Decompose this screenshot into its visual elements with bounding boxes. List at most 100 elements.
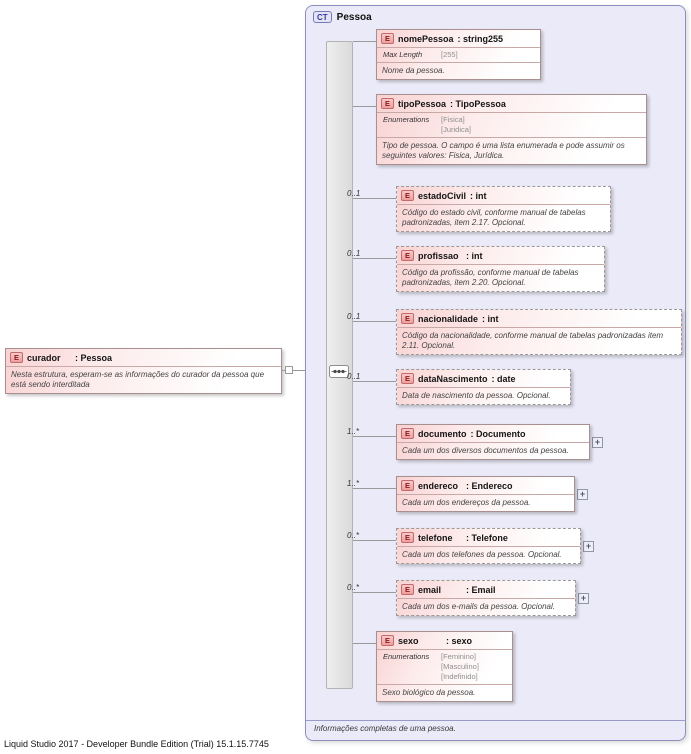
- element-name: endereco: [418, 480, 459, 491]
- status-bar-text: Liquid Studio 2017 - Developer Bundle Ed…: [4, 739, 269, 749]
- connector-handle[interactable]: [285, 366, 293, 374]
- element-header: E curador : Pessoa: [6, 349, 281, 366]
- complex-type-title: Pessoa: [336, 11, 372, 23]
- sequence-icon: [329, 365, 349, 378]
- element-badge: E: [401, 250, 415, 261]
- element-description: Sexo biológico da pessoa.: [377, 684, 512, 701]
- element-name: estadoCivil: [418, 190, 467, 201]
- element-badge: E: [381, 33, 395, 44]
- element-badge: E: [381, 98, 395, 109]
- element-name: nacionalidade: [418, 313, 479, 324]
- connector-line: 0..1: [347, 372, 396, 382]
- element-description: Nesta estrutura, esperam-se as informaçõ…: [6, 366, 281, 393]
- element-badge: E: [401, 428, 415, 439]
- annotation-separator: [306, 720, 685, 721]
- element-name: nomePessoa: [398, 33, 454, 44]
- element-name: telefone: [418, 532, 453, 543]
- facet-values: [Fisica][Juridica]: [441, 115, 471, 135]
- element-badge: E: [401, 532, 415, 543]
- connector-line: 0..1: [347, 312, 396, 322]
- complex-type-annotation: Informações completas de uma pessoa.: [314, 724, 456, 733]
- element-description: Cada um dos diversos documentos da pesso…: [397, 442, 589, 459]
- element-name: tipoPessoa: [398, 98, 447, 109]
- expand-button[interactable]: +: [578, 592, 589, 604]
- expand-button[interactable]: +: [592, 436, 603, 448]
- element-type: : TipoPessoa: [450, 98, 506, 109]
- connector-line: 0..*: [347, 583, 396, 593]
- cardinality-label: 0..1: [347, 372, 361, 381]
- complex-type-badge: CT: [313, 11, 332, 23]
- cardinality-label: 0..*: [347, 531, 360, 540]
- facet-value: [Masculino]: [441, 662, 479, 671]
- connector-line: [353, 106, 376, 107]
- element-type: : string255: [457, 33, 504, 44]
- facet-value: [Feminino]: [441, 652, 477, 661]
- element-name: sexo: [398, 635, 419, 646]
- connector-line: 1..*: [347, 427, 396, 437]
- element-badge: E: [401, 480, 415, 491]
- element-badge: E: [401, 373, 415, 384]
- connector-line: 0..1: [347, 189, 396, 199]
- connector-line: [353, 643, 376, 644]
- element-type: : Endereco: [466, 480, 513, 491]
- connector-line: 1..*: [347, 479, 396, 489]
- element-description: Código do estado civil, conforme manual …: [397, 204, 610, 231]
- element-description: Tipo de pessoa. O campo é uma lista enum…: [377, 137, 646, 164]
- element-badge: E: [10, 352, 24, 363]
- element-type: : sexo: [446, 635, 473, 646]
- facet-row: Max Length [255]: [377, 47, 540, 62]
- facet-value: [Indefinido]: [441, 672, 478, 681]
- element-description: Cada um dos endereços da pessoa.: [397, 494, 574, 511]
- facet-values: [Feminino][Masculino][Indefinido]: [441, 652, 479, 682]
- expand-button[interactable]: +: [577, 488, 588, 500]
- cardinality-label: 1..*: [347, 479, 360, 488]
- element-description: Código da nacionalidade, conforme manual…: [397, 327, 681, 354]
- element-badge: E: [401, 584, 415, 595]
- facet-label: Enumerations: [383, 652, 430, 661]
- facet-label: Max Length: [383, 50, 423, 59]
- element-name: documento: [418, 428, 467, 439]
- connector-line: [353, 41, 376, 42]
- element-type: : int: [470, 190, 487, 201]
- element-description: Data de nascimento da pessoa. Opcional.: [397, 387, 570, 404]
- element-curador[interactable]: E curador : Pessoa Nesta estrutura, espe…: [5, 348, 282, 395]
- element-name: email: [418, 584, 442, 595]
- element-name: curador: [27, 352, 61, 363]
- facet-value: [255]: [441, 50, 458, 59]
- element-type: : int: [482, 313, 499, 324]
- expand-button[interactable]: +: [583, 540, 594, 552]
- complex-type-header: CT Pessoa: [313, 11, 372, 23]
- element-type: : date: [491, 373, 516, 384]
- connector-line: 0..1: [347, 249, 396, 259]
